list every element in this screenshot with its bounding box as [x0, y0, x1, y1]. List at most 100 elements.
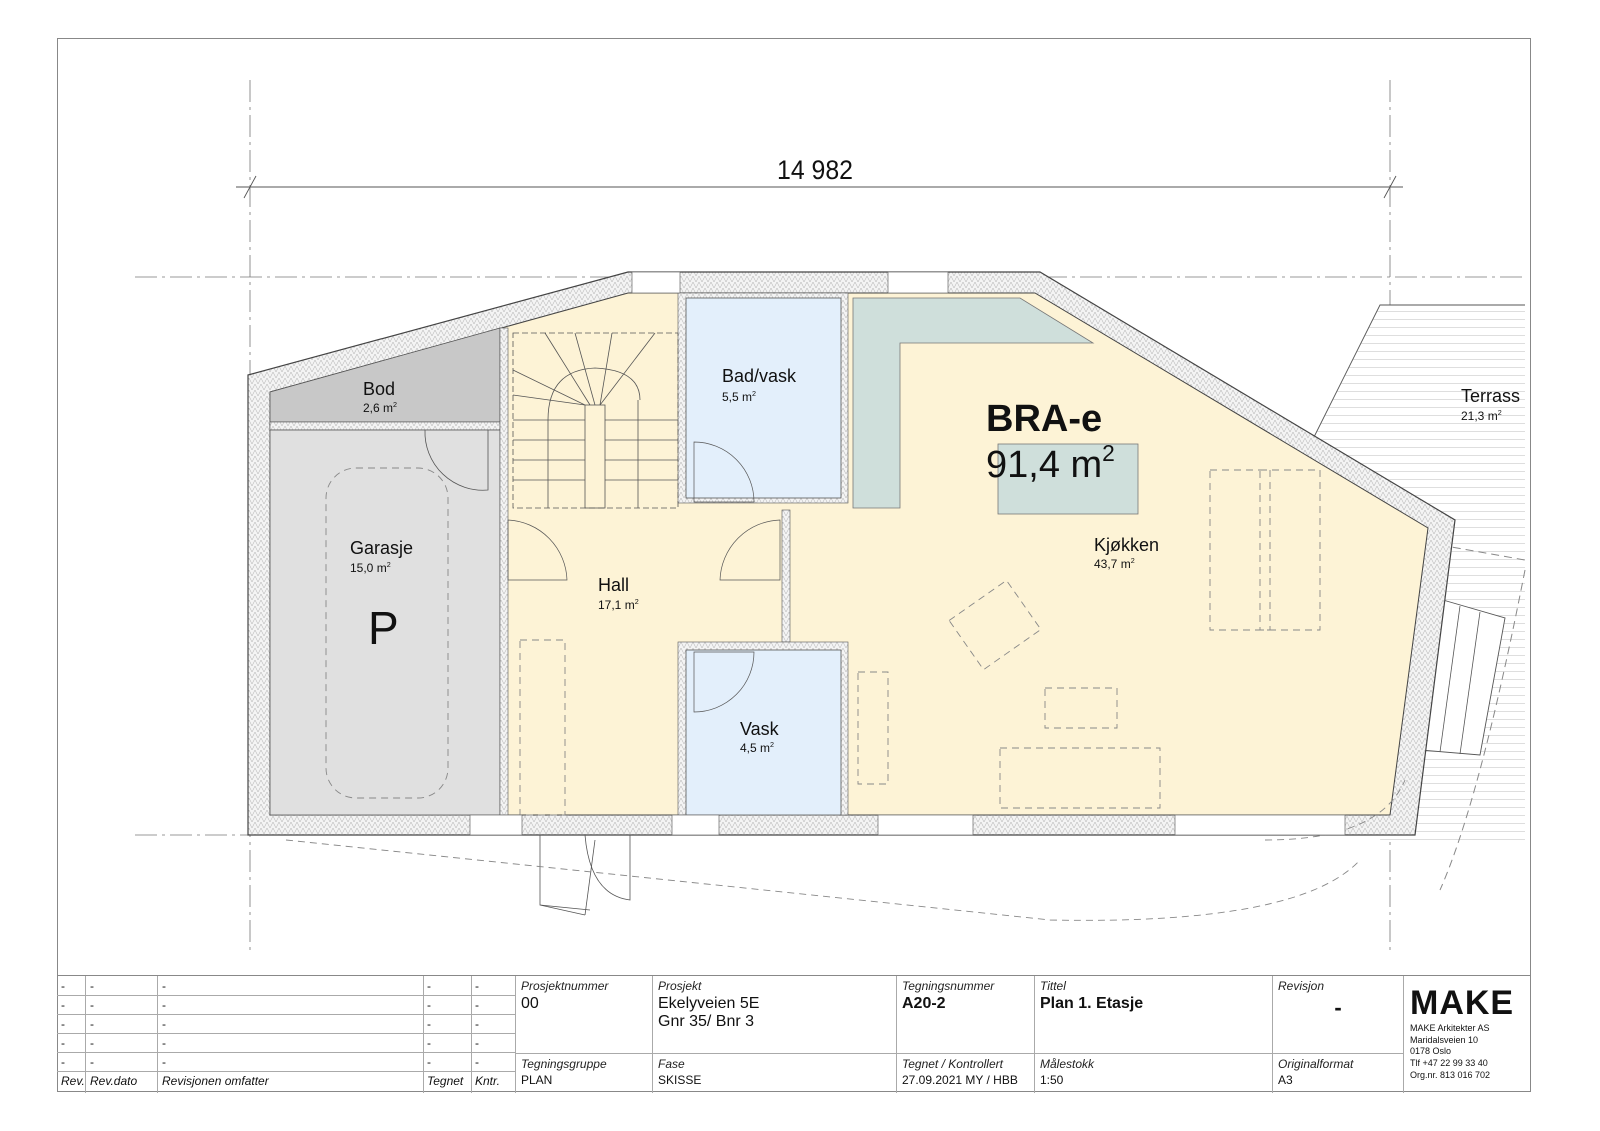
rooms [269, 292, 1139, 816]
rev-cell: - [61, 1017, 65, 1031]
revision-row: - - - - - [57, 995, 515, 1015]
drawn-checked-value: 27.09.2021 MY / HBB [902, 1073, 1018, 1087]
project-number-value: 00 [521, 995, 539, 1012]
terrace [1309, 304, 1526, 891]
rev-date-cell: - [90, 998, 94, 1012]
rev-header: Rev. [61, 1074, 85, 1088]
rev-drawn-cell: - [427, 1036, 431, 1050]
title-cell: Tittel Plan 1. Etasje [1035, 976, 1273, 1054]
revision-header-row: Rev. Rev.dato Revisjonen omfatter Tegnet… [57, 1071, 515, 1093]
company-address: Maridalsveien 10 [1410, 1034, 1479, 1045]
rev-checked-cell: - [475, 998, 479, 1012]
drawing-group-value: PLAN [521, 1073, 553, 1087]
project-cell: Prosjekt Ekelyveien 5E Gnr 35/ Bnr 3 [653, 976, 897, 1054]
drawing-number-cell: Tegningsnummer A20-2 [897, 976, 1035, 1054]
scale-label: Målestokk [1040, 1057, 1095, 1071]
parking-symbol: P [368, 602, 399, 654]
revision-table: - - - - - - - - - - - - - [57, 976, 515, 1093]
staircase [512, 332, 679, 509]
room-label-kjokken: Kjøkken [1094, 535, 1160, 555]
project-property-id: Gnr 35/ Bnr 3 [658, 1013, 755, 1031]
room-label-vask: Vask [740, 719, 779, 739]
rev-desc-header: Revisjonen omfatter [162, 1074, 269, 1088]
title-value: Plan 1. Etasje [1040, 995, 1144, 1012]
company-phone: Tlf +47 22 99 33 40 [1410, 1058, 1488, 1069]
drawing-number-label: Tegningsnummer [902, 979, 995, 993]
rev-checked-cell: - [475, 1055, 479, 1069]
room-label-garasje: Garasje [350, 538, 414, 558]
revision-row: - - - - - [57, 1014, 515, 1034]
rev-checked-cell: - [475, 1017, 479, 1031]
phase-value: SKISSE [658, 1073, 702, 1087]
rev-desc-cell: - [162, 998, 166, 1012]
company-name: MAKE Arkitekter AS [1410, 1023, 1490, 1033]
rev-desc-cell: - [162, 1055, 166, 1069]
rev-checked-header: Kntr. [475, 1074, 500, 1088]
scale-cell: Målestokk 1:50 [1035, 1054, 1273, 1093]
room-area-bad-vask: 5,5 m2 [722, 388, 757, 404]
rev-cell: - [61, 979, 65, 993]
rev-drawn-cell: - [427, 1055, 431, 1069]
room-area-hall: 17,1 m2 [598, 596, 639, 612]
company-city: 0178 Oslo [1410, 1046, 1452, 1057]
rev-desc-cell: - [162, 1036, 166, 1050]
revision-cell: Revisjon - [1273, 976, 1404, 1054]
windows [469, 271, 1346, 836]
room-label-terrasse: Terrass [1461, 387, 1521, 405]
bra-area: 91,4 m2 [986, 440, 1115, 486]
phase-label: Fase [658, 1057, 685, 1071]
room-area-terrasse: 21,3 m2 [1461, 407, 1502, 423]
rev-date-cell: - [90, 1055, 94, 1069]
revision-row: - - - - - [57, 1033, 515, 1053]
rev-desc-cell: - [162, 1017, 166, 1031]
drawing-sheet-border [57, 38, 1531, 1092]
project-label: Prosjekt [658, 979, 702, 993]
room-area-kjokken: 43,7 m2 [1094, 555, 1135, 571]
dimension-line [236, 175, 1403, 199]
rev-desc-cell: - [162, 979, 166, 993]
room-label-bod: Bod [363, 379, 396, 399]
room-area-vask: 4,5 m2 [740, 739, 775, 755]
drawing-group-cell: Tegningsgruppe PLAN [515, 1054, 653, 1093]
rev-drawn-cell: - [427, 1017, 431, 1031]
building-walls [247, 271, 1456, 836]
rev-date-header: Rev.dato [90, 1074, 138, 1088]
original-format-value: A3 [1278, 1073, 1293, 1087]
drawn-checked-cell: Tegnet / Kontrollert 27.09.2021 MY / HBB [897, 1054, 1035, 1093]
rev-drawn-header: Tegnet [427, 1074, 464, 1088]
drawing-number-value: A20-2 [902, 995, 946, 1012]
rev-drawn-cell: - [427, 998, 431, 1012]
room-label-hall: Hall [598, 575, 630, 595]
revision-label: Revisjon [1278, 979, 1325, 993]
phase-cell: Fase SKISSE [653, 1054, 897, 1093]
rev-cell: - [61, 1036, 65, 1050]
title-label: Tittel [1040, 979, 1066, 993]
room-label-bad-vask: Bad/vask [722, 366, 797, 386]
project-number-cell: Prosjektnummer 00 [515, 976, 653, 1054]
company-block: MAKE MAKE Arkitekter AS Maridalsveien 10… [1404, 976, 1531, 1093]
door-swings [424, 429, 781, 916]
original-format-label: Originalformat [1278, 1057, 1354, 1071]
rev-drawn-cell: - [427, 979, 431, 993]
overall-dimension: 14 982 [777, 155, 853, 185]
project-number-label: Prosjektnummer [521, 979, 609, 993]
rev-checked-cell: - [475, 1036, 479, 1050]
furniture [285, 467, 1406, 921]
bra-title: BRA-e [986, 398, 1103, 440]
rev-cell: - [61, 998, 65, 1012]
title-block: - - - - - - - - - - - - - [57, 975, 1531, 1093]
revision-row: - - - - - [57, 1052, 515, 1072]
room-area-bod: 2,6 m2 [363, 399, 398, 415]
rev-date-cell: - [90, 1036, 94, 1050]
drawing-group-label: Tegningsgruppe [521, 1057, 607, 1071]
drawn-checked-label: Tegnet / Kontrollert [902, 1057, 1003, 1071]
company-logo: MAKE [1410, 984, 1515, 1022]
revision-row: - - - - - [57, 976, 515, 996]
rev-checked-cell: - [475, 979, 479, 993]
project-address: Ekelyveien 5E [658, 995, 760, 1012]
scale-value: 1:50 [1040, 1073, 1064, 1087]
revision-value: - [1334, 995, 1342, 1020]
rev-date-cell: - [90, 1017, 94, 1031]
room-area-garasje: 15,0 m2 [350, 559, 391, 575]
